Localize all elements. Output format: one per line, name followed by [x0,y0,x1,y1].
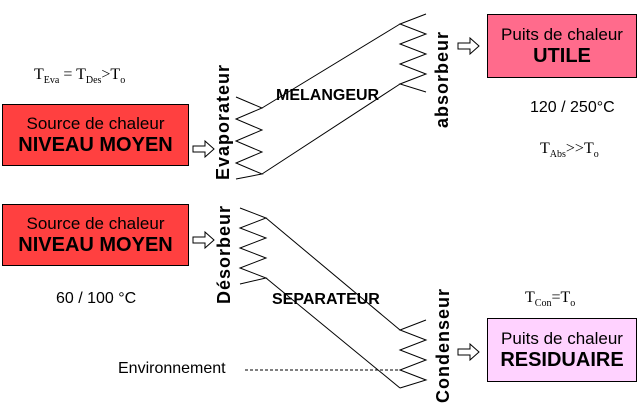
desorbeur-label: Désorbeur [214,204,234,304]
condenseur-label: Condenseur [433,287,453,403]
temp-eva-eq: = T [59,66,86,83]
temp-abs-gt: >>T [565,140,594,157]
source-top-box: Source de chaleur NIVEAU MOYEN [2,104,189,166]
separateur-line-upper [265,217,401,331]
source-top-line1: Source de chaleur [26,113,165,133]
temp-eva-sub3: o [120,75,126,87]
useful-range: 120 / 250°C [530,99,615,116]
temp-abs-sub2: o [593,149,599,161]
arrow-to-useful [457,36,480,56]
temp-eva-sub1: Eva [43,75,60,87]
sink-residual-line2: RESIDUAIRE [500,348,624,371]
temp-eva-sub2: Des [85,75,102,87]
evaporateur-label: Evaporateur [213,63,233,180]
source-top-line2: NIVEAU MOYEN [18,133,173,156]
environnement-label: Environnement [118,360,226,377]
arrow-to-residual [457,342,480,362]
absorbeur-coil [398,13,428,93]
temp-con-sub1: Con [534,298,552,310]
temp-con: TCon=To [525,289,575,309]
temp-eva-T: T [34,66,44,83]
sink-residual-box: Puits de chaleur RESIDUAIRE [487,318,637,382]
evaporateur-coil [234,96,264,180]
temp-abs: TAbs>>To [540,140,599,160]
source-bottom-line1: Source de chaleur [26,213,165,233]
melangeur-line-lower [261,83,401,175]
temp-con-sub2: o [570,298,576,310]
source-bottom-line2: NIVEAU MOYEN [18,233,173,256]
temp-abs-T: T [540,140,550,157]
condenseur-coil [398,319,428,389]
sink-residual-line1: Puits de chaleur [501,328,623,348]
sink-useful-line1: Puits de chaleur [501,24,623,44]
absorbeur-label: absorbeur [432,30,452,128]
melangeur-label: MELANGEUR [276,87,380,104]
melangeur-line-upper [261,23,401,109]
arrow-source-bottom [192,230,215,250]
temp-eva-gt: >T [101,66,121,83]
arrow-source-top [192,139,215,159]
sink-useful-line2: UTILE [533,44,591,67]
source-bottom-box: Source de chaleur NIVEAU MOYEN [2,204,189,266]
temp-con-eq: =T [551,289,571,306]
temp-con-T: T [525,289,535,306]
separateur-label: SEPARATEUR [272,291,380,308]
desorbeur-coil [238,207,268,285]
temp-eva-des: TEva = TDes>To [34,66,125,86]
temp-abs-sub1: Abs [549,149,566,161]
source-range: 60 / 100 °C [56,290,137,307]
sink-useful-box: Puits de chaleur UTILE [487,14,637,78]
